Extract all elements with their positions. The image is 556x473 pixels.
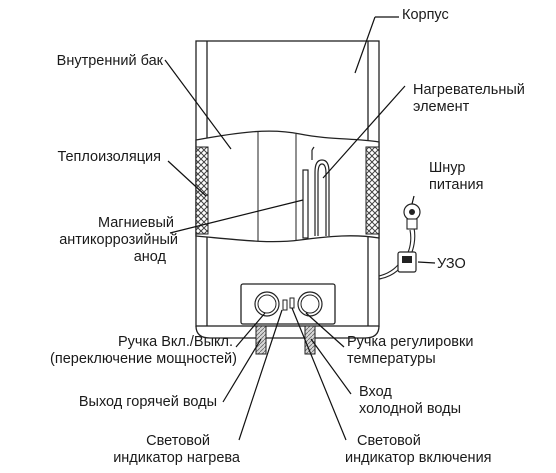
insulation-right: [365, 146, 380, 235]
label-magnesium-anode: Магниевый антикоррозийный анод: [59, 215, 178, 265]
inner-tank: [195, 130, 380, 243]
insulation-left: [195, 146, 209, 235]
heating-indicator-light: [282, 299, 288, 311]
label-hot-water-out: Выход горячей воды: [78, 394, 217, 410]
magnesium-anode: [302, 169, 309, 239]
temperature-knob: [297, 291, 323, 317]
label-rcd: УЗО: [437, 256, 466, 272]
label-power-cord: Шнур питания: [429, 160, 484, 193]
label-power-knob: Ручка Вкл./Выкл. (переключение мощностей…: [50, 334, 237, 367]
label-power-indicator: Световой индикатор включения: [345, 433, 492, 466]
label-heating-element: Нагревательный элемент: [413, 82, 525, 115]
power-knob: [254, 291, 280, 317]
label-inner-tank: Внутренний бак: [56, 53, 163, 69]
label-insulation: Теплоизоляция: [57, 149, 161, 165]
label-temperature-knob: Ручка регулировки температуры: [347, 334, 474, 367]
power-plug: [403, 203, 421, 230]
rcd-device: [397, 251, 417, 273]
power-indicator-light: [289, 297, 295, 309]
control-panel: [240, 283, 336, 325]
label-cold-water-in: Вход холодной воды: [359, 384, 462, 417]
label-body: Корпус: [402, 7, 449, 23]
heating-element: [311, 146, 330, 236]
label-heating-indicator: Световой индикатор нагрева: [113, 433, 240, 466]
cold-water-pipe: [304, 325, 316, 355]
leader-lines: [164, 16, 436, 441]
